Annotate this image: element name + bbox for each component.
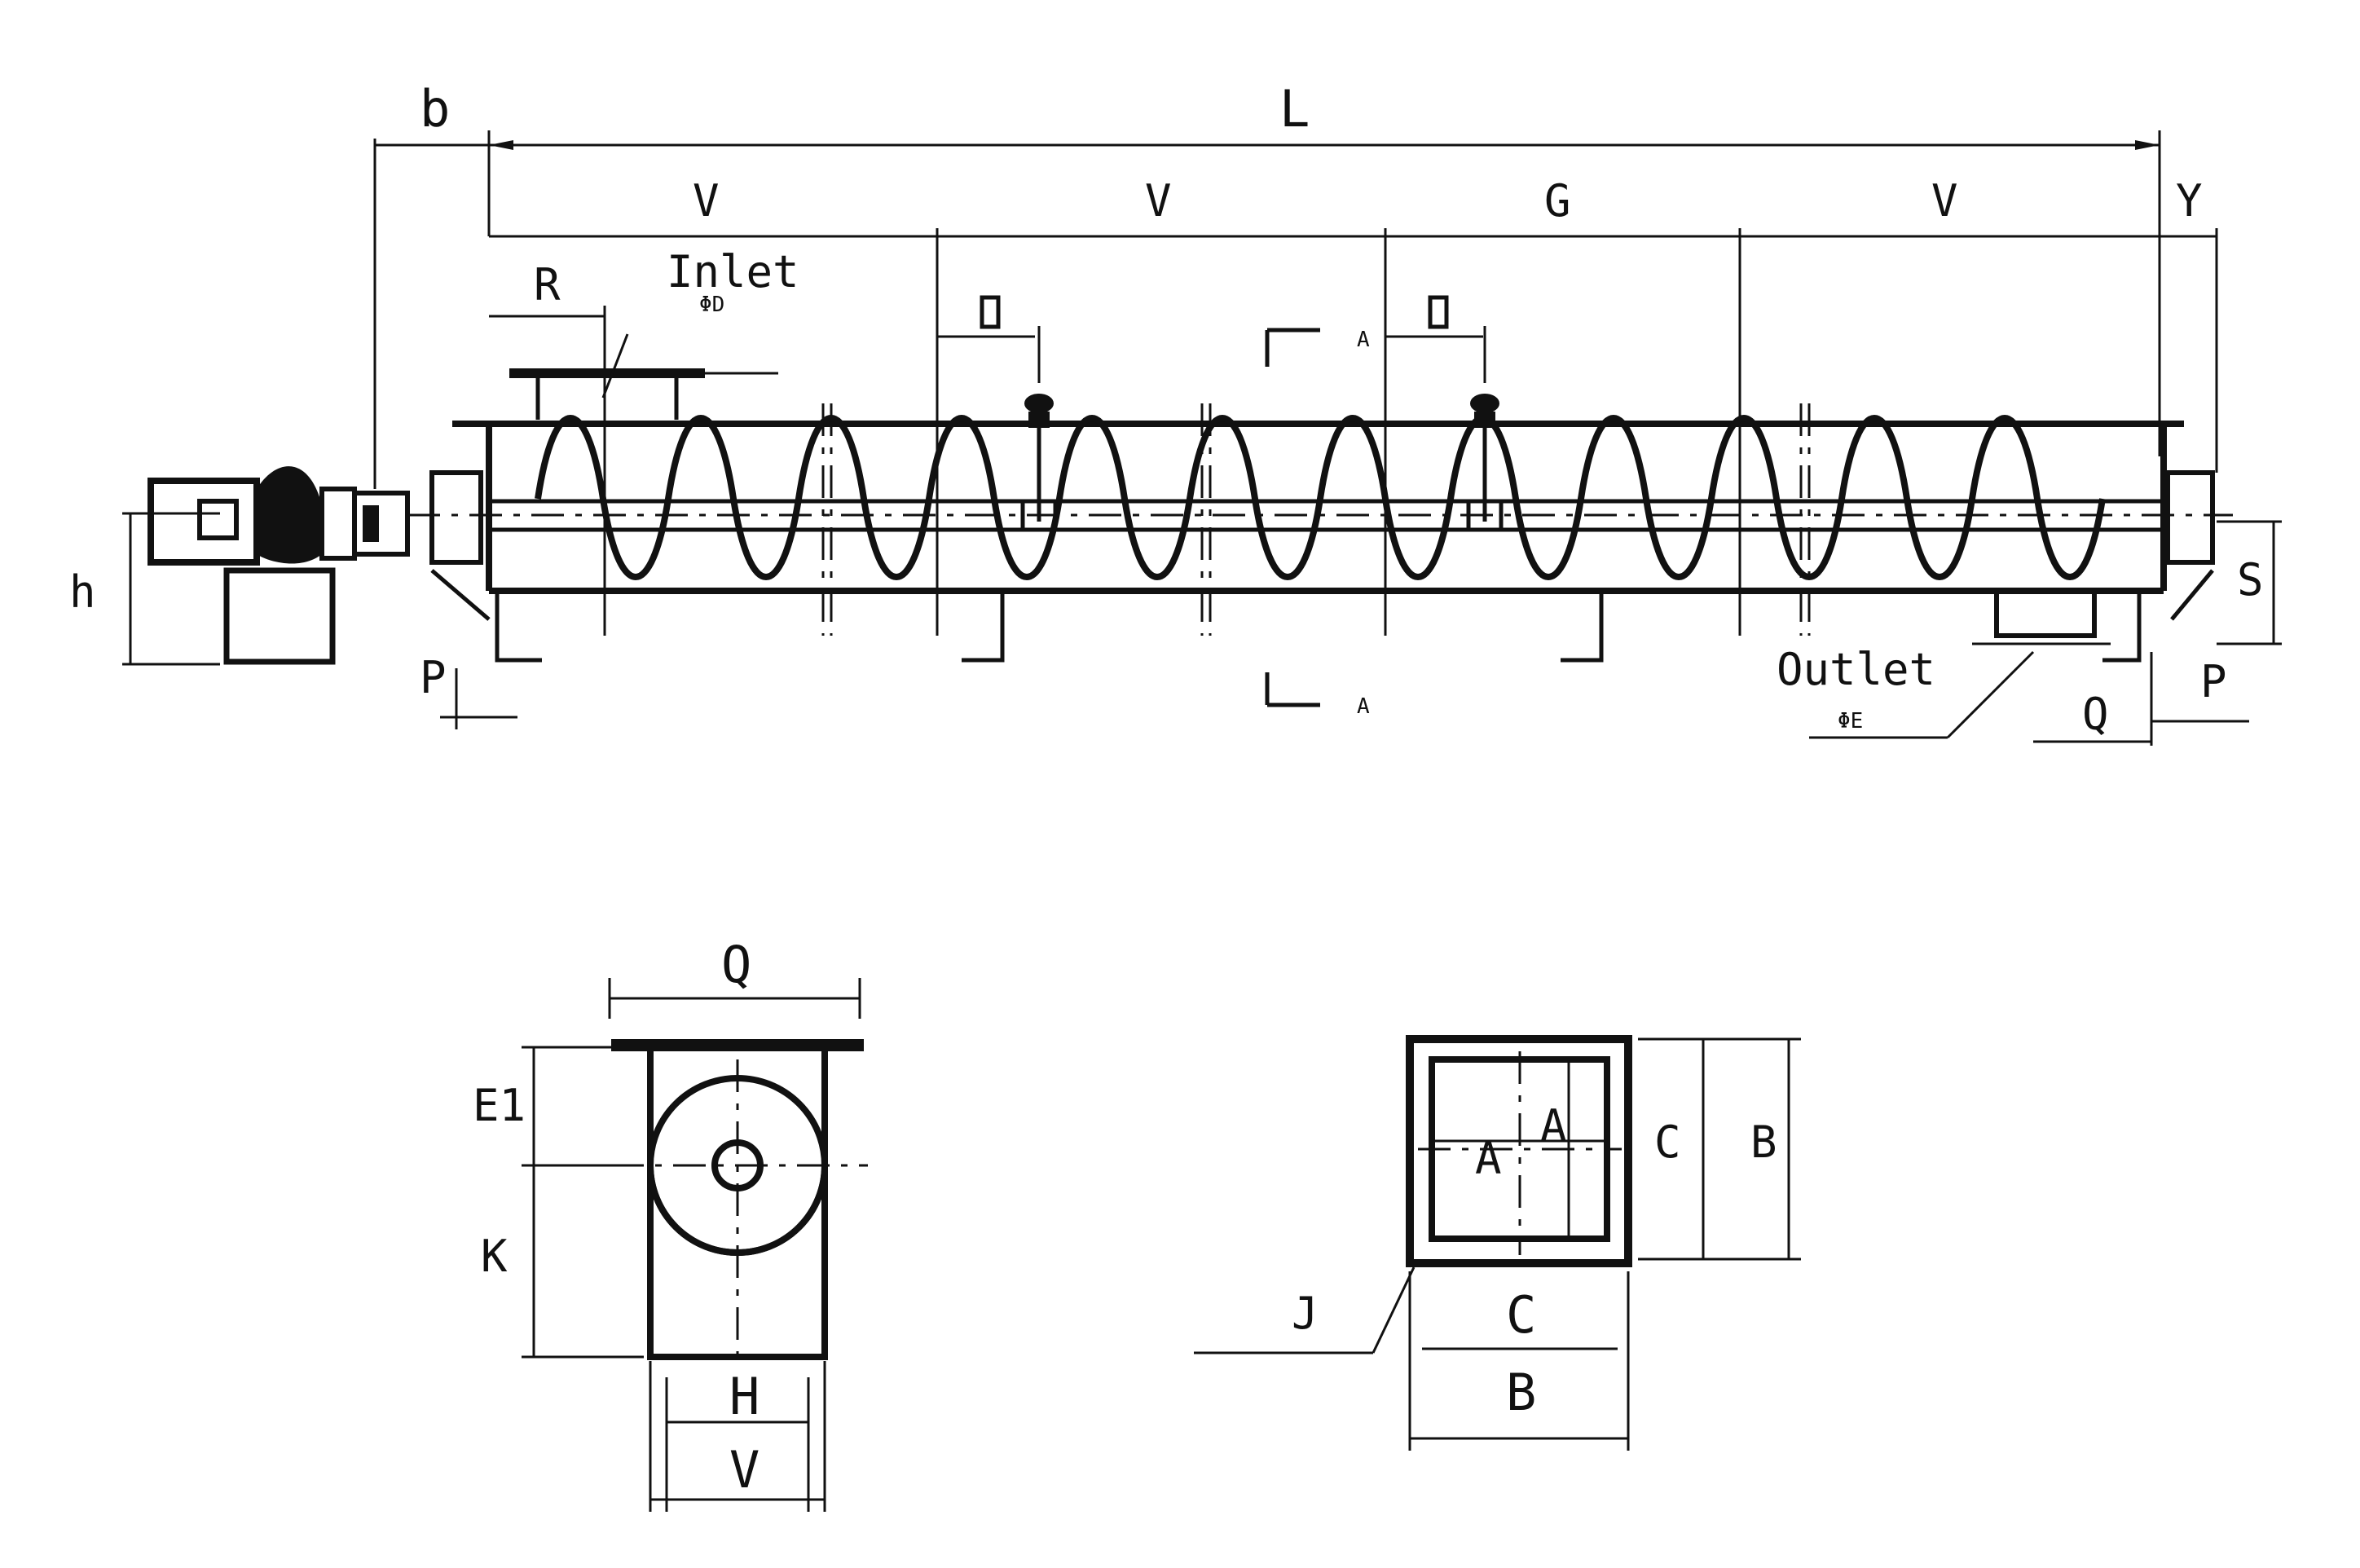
label-h: h	[69, 566, 96, 618]
inlet-flange	[509, 333, 778, 420]
label-P-right: P	[2200, 656, 2227, 707]
label-inlet: Inlet	[667, 246, 799, 297]
label-H: H	[729, 1367, 760, 1426]
label-L: L	[1279, 79, 1310, 139]
flange-view: A A C B J C B	[1194, 1035, 1801, 1451]
label-section-bottom: A	[1357, 694, 1370, 719]
label-G: G	[1544, 175, 1571, 227]
label-A1: V	[693, 175, 720, 227]
hanger-bearing-2	[1466, 326, 1504, 532]
end-section-view: Q E1 K H V	[473, 935, 868, 1512]
label-S: S	[2237, 554, 2264, 606]
label-V: V	[729, 1440, 760, 1500]
support-feet	[495, 591, 2142, 663]
label-C-top: C	[1654, 1117, 1681, 1168]
label-Y: Y	[2176, 175, 2203, 227]
label-E1: E1	[473, 1080, 526, 1131]
outlet-flange	[1809, 588, 2111, 739]
label-Q-right: Q	[2082, 689, 2109, 740]
label-C-bottom: C	[1506, 1285, 1536, 1345]
label-b: b	[420, 79, 450, 139]
label-K: K	[481, 1231, 508, 1282]
label-P-left: P	[420, 652, 447, 703]
dimension-chain	[489, 228, 2218, 636]
label-A-inner2: A	[1540, 1100, 1567, 1152]
gearbox-base	[223, 567, 336, 665]
label-B-bottom: B	[1506, 1363, 1536, 1422]
label-B-top: B	[1750, 1117, 1777, 1168]
section-cut-marker	[1265, 328, 1320, 707]
hanger-bearing-1	[1020, 326, 1058, 532]
elevation-view: L b V V G V Y R Inle	[69, 79, 2282, 746]
label-A-inner: A	[1475, 1133, 1502, 1184]
label-A2: V	[1145, 175, 1172, 227]
label-outlet-sub: ΦE	[1838, 709, 1863, 733]
label-R: R	[534, 259, 561, 311]
label-section-top: A	[1357, 328, 1370, 352]
section-joints	[821, 403, 1811, 636]
screw-flights	[535, 415, 2106, 580]
label-inlet-sub: ΦD	[699, 293, 724, 317]
label-A3: V	[1931, 175, 1958, 227]
label-J: J	[1292, 1288, 1319, 1339]
label-outlet: Outlet	[1777, 644, 1935, 695]
dimension-L	[487, 130, 2161, 456]
label-Q-end: Q	[721, 935, 751, 994]
dimension-b	[373, 139, 489, 489]
drive-motor	[148, 466, 410, 566]
